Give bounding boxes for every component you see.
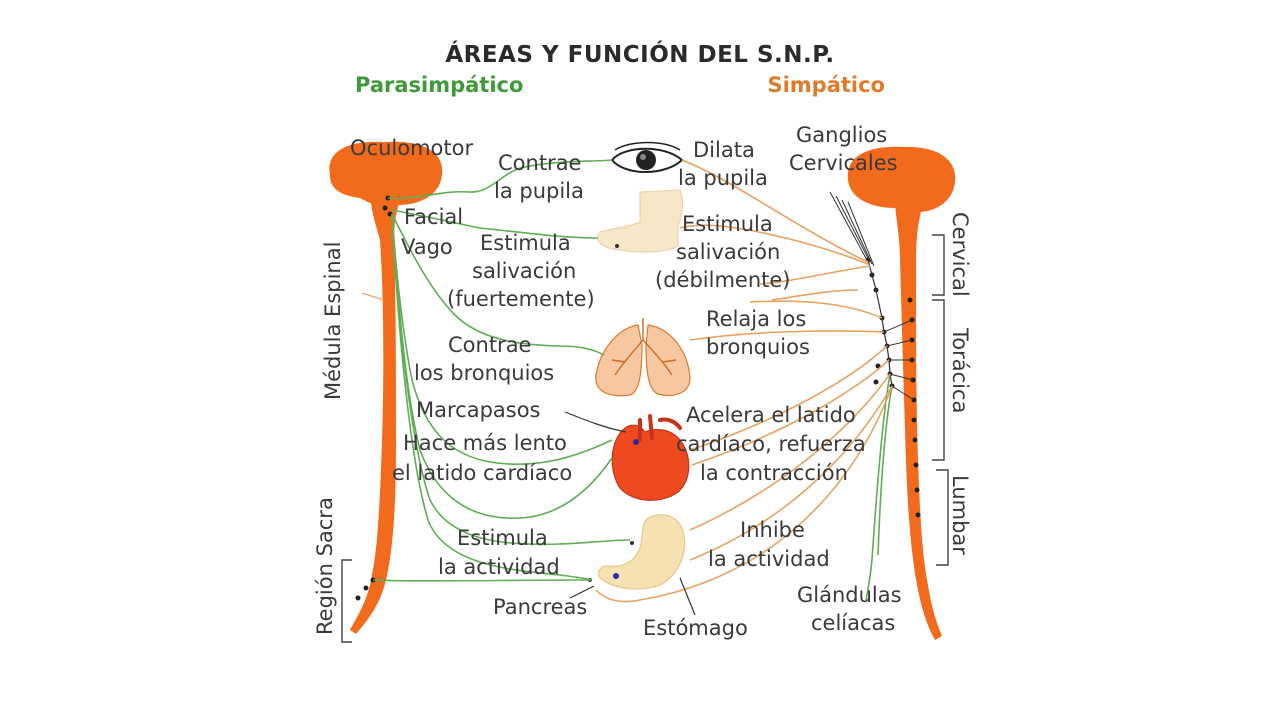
glandulas-line2: celíacas	[811, 611, 895, 635]
region-sacra-label: Región Sacra	[313, 497, 337, 635]
oculomotor-label: Oculomotor	[350, 136, 473, 160]
symp-saliva-line1: Estimula	[682, 212, 773, 236]
para-bronchi-line1: Contrae	[448, 333, 531, 357]
symp-saliva-line3: (débilmente)	[655, 268, 790, 292]
symp-heart-line3: la contracción	[700, 461, 848, 485]
right-spinal-cord	[829, 146, 956, 640]
cervical-label: Cervical	[948, 212, 972, 297]
facial-label: Facial	[404, 205, 463, 229]
toracica-label: Torácica	[948, 327, 972, 413]
para-stomach-line1: Estimula	[457, 526, 548, 550]
para-heart-line2: el latido cardíaco	[392, 461, 572, 485]
diagram-title: ÁREAS Y FUNCIÓN DEL S.N.P.	[445, 40, 834, 68]
lungs-icon	[595, 318, 691, 397]
pancreas-label: Pancreas	[493, 595, 587, 619]
symp-stomach-line1: Inhibe	[740, 518, 805, 542]
symp-stomach-line2: la actividad	[708, 547, 830, 571]
para-pupil-line2: la pupila	[494, 179, 584, 203]
eye-icon	[610, 141, 684, 173]
pacemaker-label: Marcapasos	[416, 398, 541, 422]
para-stomach-line2: la actividad	[438, 555, 560, 579]
para-heart-line1: Hace más lento	[403, 431, 567, 455]
stomach-label: Estómago	[643, 616, 748, 640]
lumbar-bracket	[936, 469, 949, 566]
parasympathetic-subtitle: Parasimpático	[355, 73, 523, 97]
thoracic-bracket	[932, 299, 945, 461]
symp-heart-line1: Acelera el latido	[686, 403, 856, 427]
sympathetic-nerves	[595, 159, 893, 603]
symp-pupil-line1: Dilata	[693, 138, 755, 162]
symp-bronchi-line2: bronquios	[706, 335, 810, 359]
cervical-bracket	[932, 234, 945, 296]
symp-pupil-line2: la pupila	[678, 166, 768, 190]
para-saliva-line2: salivación	[472, 259, 576, 283]
para-saliva-line3: (fuertemente)	[447, 287, 595, 311]
symp-heart-line2: cardíaco, refuerza	[676, 432, 866, 456]
lumbar-label: Lumbar	[948, 475, 972, 555]
sacral-bracket	[341, 559, 352, 643]
heart-icon	[611, 414, 690, 501]
para-bronchi-line2: los bronquios	[414, 361, 554, 385]
para-saliva-line1: Estimula	[480, 231, 571, 255]
medula-espinal-label: Médula Espinal	[321, 242, 345, 400]
glandulas-line1: Glándulas	[797, 583, 902, 607]
para-pupil-line1: Contrae	[498, 151, 581, 175]
salivary-gland-icon	[597, 189, 683, 253]
ganglios-line1: Ganglios	[796, 123, 887, 147]
stomach-icon	[588, 514, 686, 590]
sympathetic-subtitle: Simpático	[767, 73, 885, 97]
symp-bronchi-line1: Relaja los	[706, 307, 806, 331]
symp-saliva-line2: salivación	[676, 240, 780, 264]
vago-label: Vago	[401, 235, 453, 259]
ganglios-line2: Cervicales	[789, 151, 898, 175]
parasympathetic-nerves	[372, 159, 893, 601]
left-spinal-cord	[329, 141, 443, 634]
